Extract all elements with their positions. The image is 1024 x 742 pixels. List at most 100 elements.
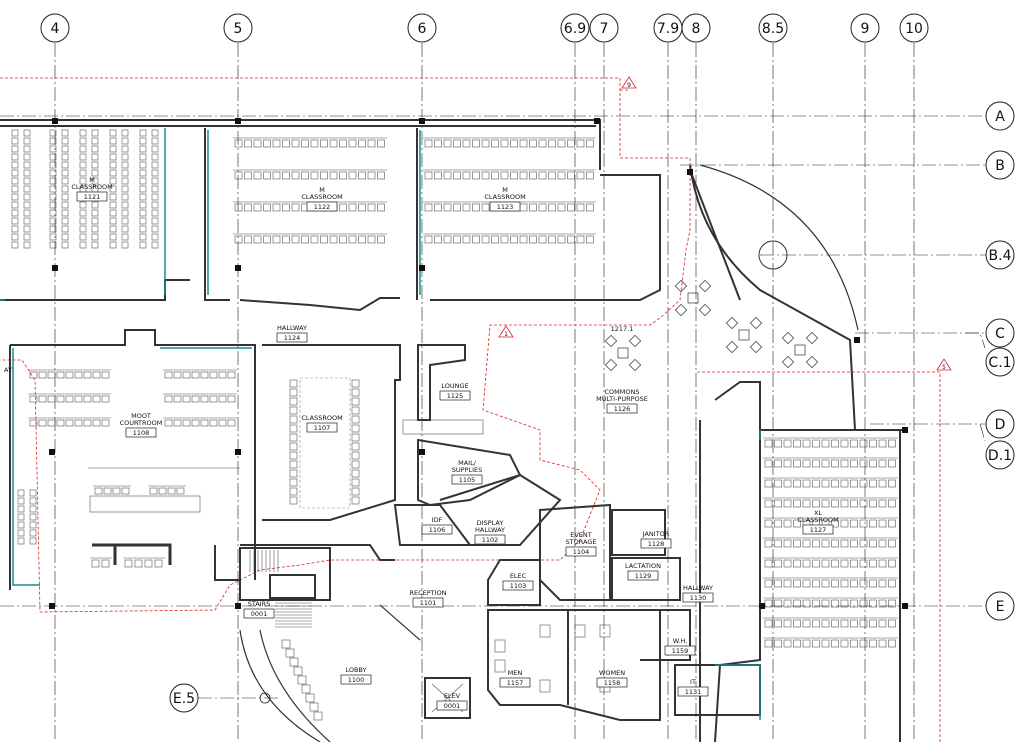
seat [774, 479, 782, 488]
seat [443, 171, 452, 180]
seat [38, 371, 47, 379]
seat [424, 203, 433, 212]
b4-arc [699, 164, 859, 331]
seat [61, 161, 69, 169]
seat [351, 460, 360, 469]
seat [793, 639, 801, 648]
seat [139, 225, 147, 233]
seat [121, 233, 129, 241]
seat [888, 559, 896, 568]
seat [793, 599, 801, 608]
room-number: 0001 [444, 702, 461, 710]
seat [139, 185, 147, 193]
seat [134, 559, 143, 568]
seat [348, 139, 357, 148]
seat [301, 171, 309, 180]
room-name: XL [814, 509, 822, 517]
seat [109, 217, 117, 225]
seat [850, 519, 858, 528]
seat [79, 153, 87, 161]
seat [320, 235, 328, 244]
seat [289, 388, 298, 397]
seat [109, 137, 117, 145]
seat [821, 499, 830, 508]
seat [869, 439, 877, 448]
lobby-arc-outer [239, 629, 321, 742]
revision-triangle: 1 [498, 325, 514, 338]
seat [443, 203, 452, 212]
seat [878, 499, 887, 508]
seat [29, 497, 37, 505]
room-name: HALLWAY [475, 526, 505, 534]
seat [434, 203, 442, 212]
seat [783, 459, 792, 468]
seat [61, 145, 69, 153]
seat [109, 161, 117, 169]
seat [802, 459, 811, 468]
seat [358, 139, 366, 148]
seat [812, 559, 820, 568]
seat [11, 217, 19, 225]
seat [29, 537, 37, 545]
teal-wall-xl [715, 430, 761, 720]
seat [310, 139, 319, 148]
room-name: M [319, 186, 325, 194]
seat [812, 479, 820, 488]
seat [351, 487, 360, 496]
seat [367, 171, 376, 180]
seat [289, 460, 298, 469]
seat [29, 489, 37, 497]
seat [139, 129, 147, 137]
seat [557, 139, 566, 148]
seat [859, 599, 868, 608]
seat [821, 619, 830, 628]
seat [764, 579, 773, 588]
seat [11, 193, 19, 201]
seat [29, 513, 37, 521]
seat [109, 185, 117, 193]
seat [61, 137, 69, 145]
seat [831, 499, 839, 508]
seat [377, 235, 385, 244]
seat [831, 619, 839, 628]
wall-stairs-west [214, 545, 240, 581]
seat [859, 579, 868, 588]
seat [289, 415, 298, 424]
grid-bubble-row: D.1 [985, 440, 1015, 470]
column-marker [49, 449, 55, 455]
seat [557, 171, 566, 180]
seat [101, 371, 110, 379]
seat [289, 379, 298, 388]
room-name: CLASSROOM [301, 414, 342, 422]
seat [47, 395, 56, 403]
seat [812, 619, 820, 628]
room-number: 1127 [810, 526, 827, 534]
seat [49, 209, 57, 217]
seat [491, 171, 499, 180]
seat [434, 235, 442, 244]
seat [481, 203, 490, 212]
seat [109, 129, 117, 137]
seat [109, 201, 117, 209]
seat [802, 619, 811, 628]
seat [47, 419, 56, 427]
seat [79, 209, 87, 217]
seat [289, 397, 298, 406]
seat [869, 519, 877, 528]
seat [793, 619, 801, 628]
column-marker [52, 118, 58, 124]
seat [869, 639, 877, 648]
grid-bubble-col: 6 [407, 13, 437, 43]
seat [576, 235, 585, 244]
seat [529, 203, 537, 212]
seat [121, 209, 129, 217]
seat [79, 177, 87, 185]
seat [289, 442, 298, 451]
seat [282, 203, 290, 212]
seat [61, 209, 69, 217]
seat [272, 171, 281, 180]
